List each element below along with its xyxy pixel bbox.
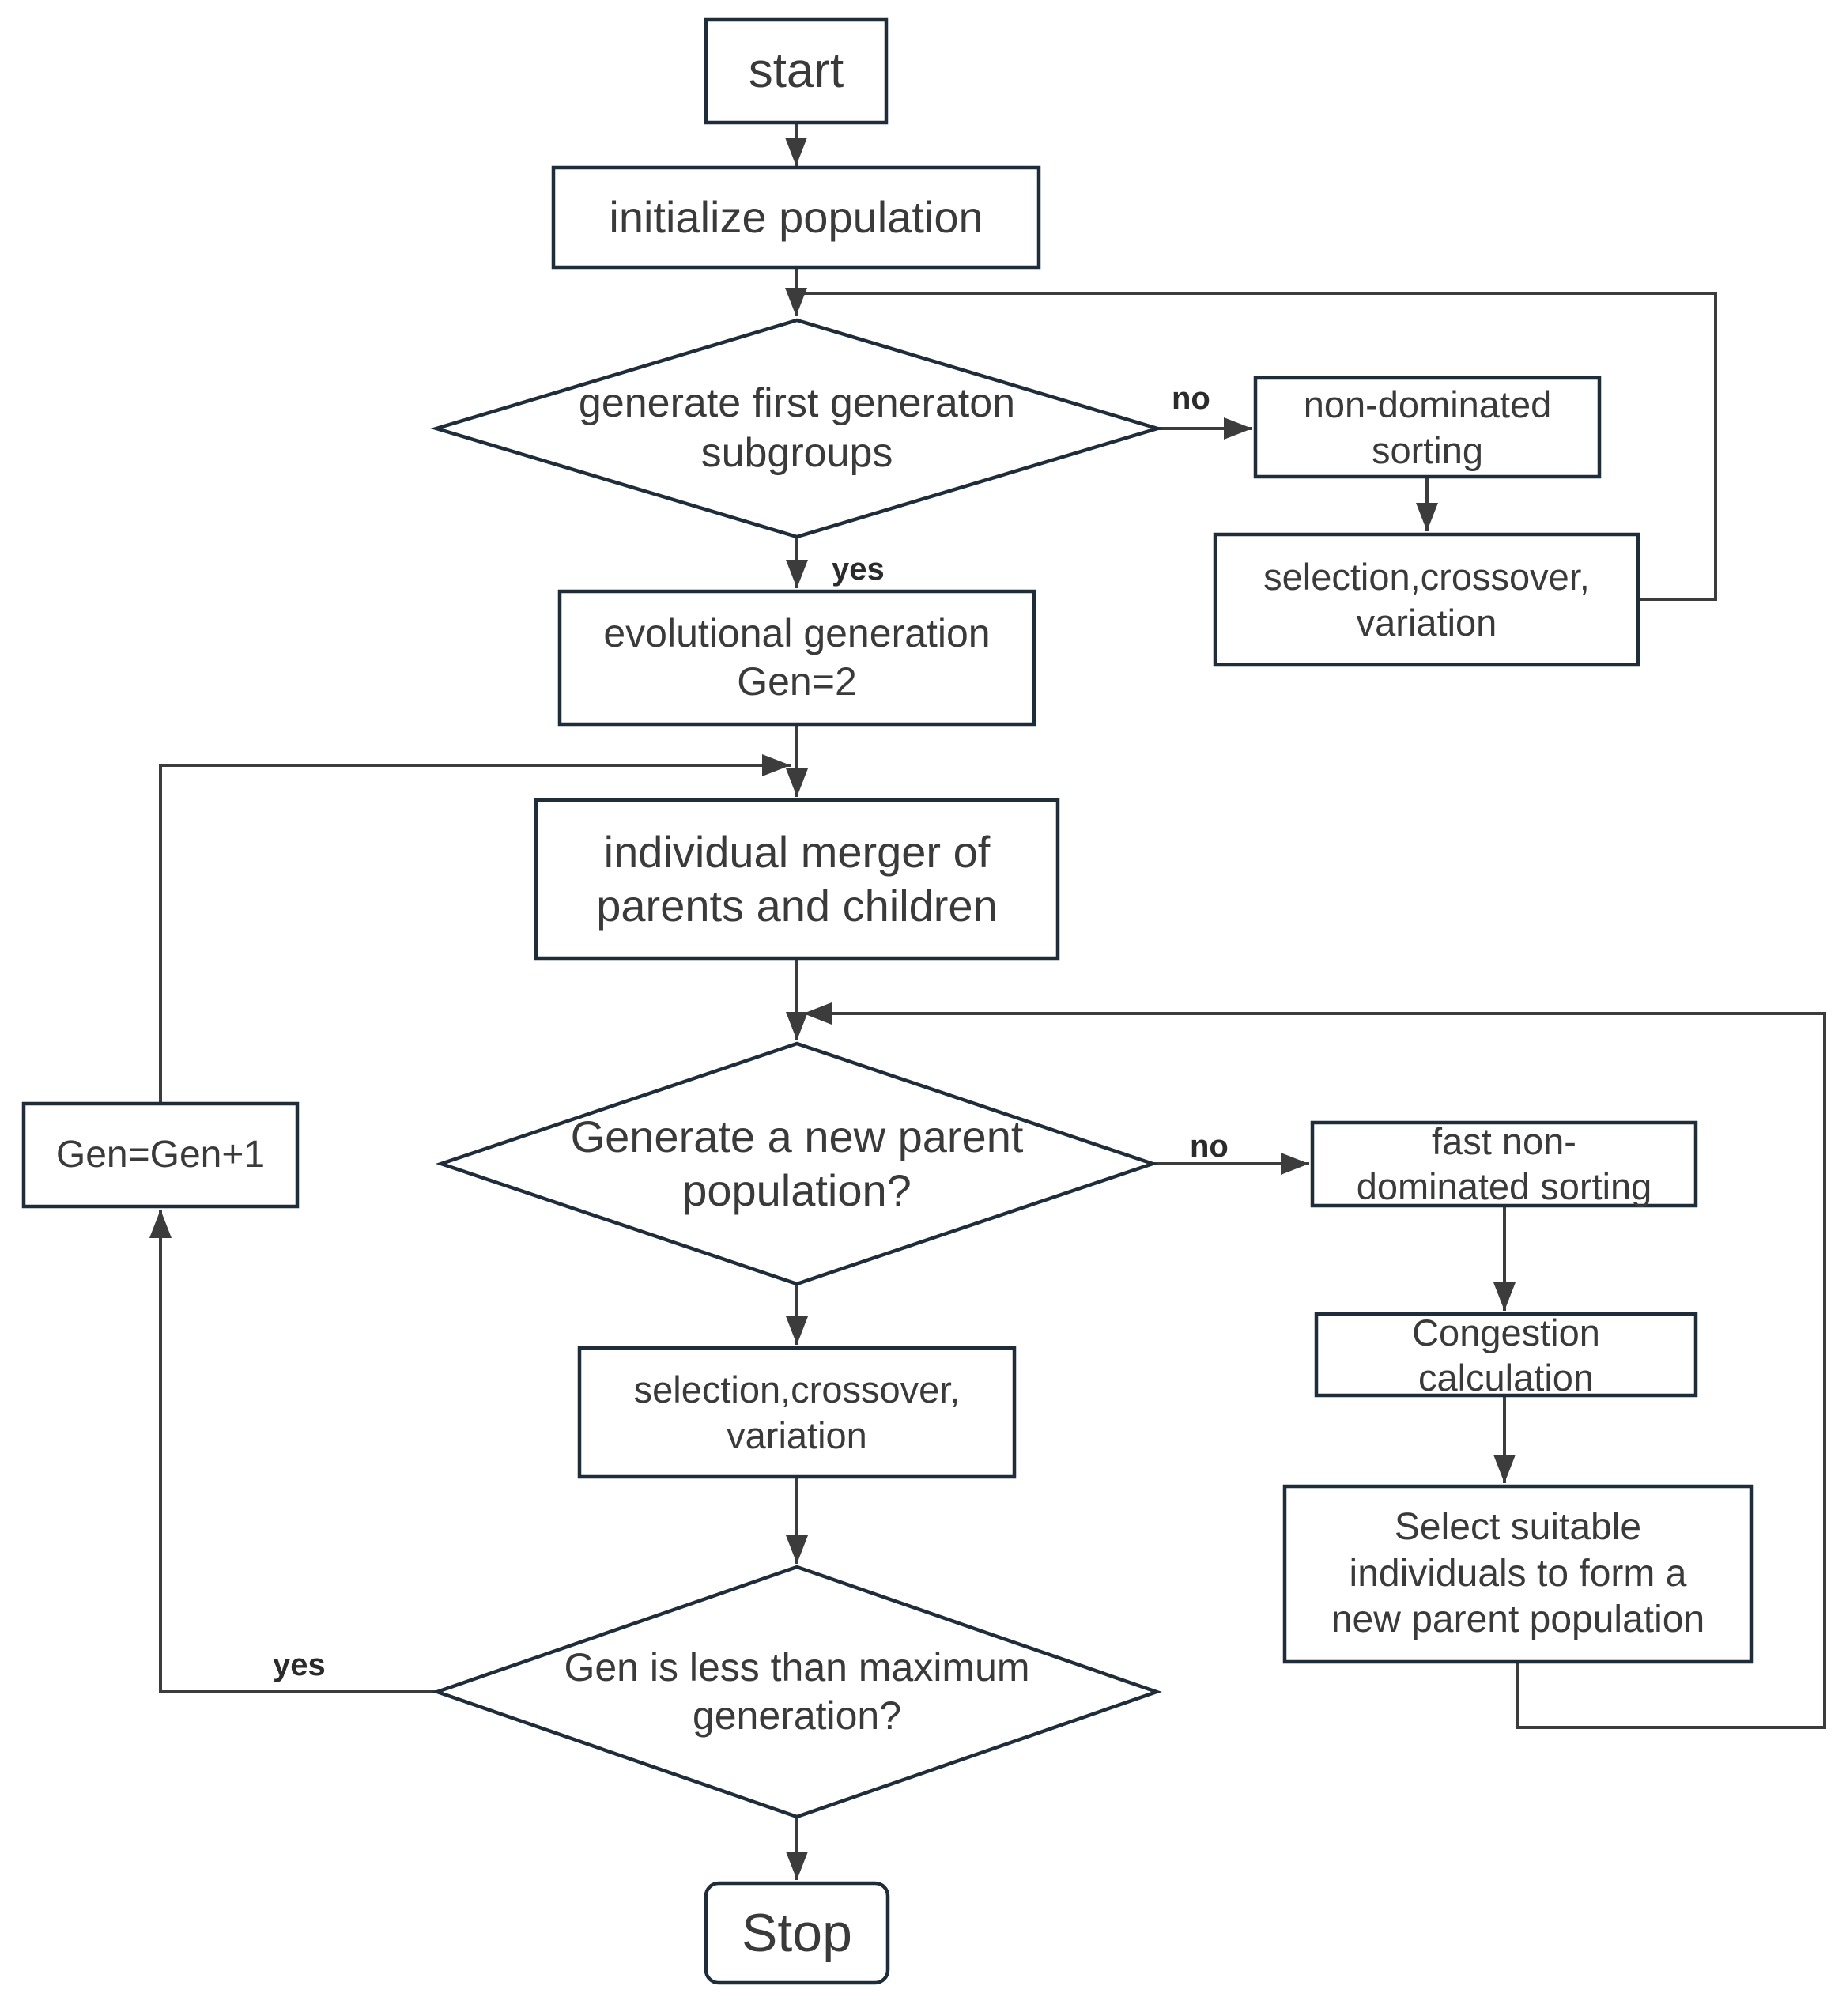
gen-increment-box	[21, 1101, 300, 1209]
init-pop-box	[551, 165, 1041, 270]
first-gen-yes-label: yes	[832, 552, 885, 587]
edge-max-gen-yes-to-gen-increment	[149, 1210, 437, 1693]
start-label: start	[748, 43, 844, 99]
selection-crossover-left-label: selection,crossover, variation	[633, 1369, 961, 1456]
congestion-calculation-box	[1314, 1312, 1698, 1398]
new-parent-decision-diamond	[435, 1041, 1159, 1286]
non-dominated-sorting-box	[1253, 376, 1602, 479]
selection-crossover-left-box	[577, 1346, 1017, 1479]
stop-box	[704, 1881, 890, 1985]
selection-crossover-right-label: selection,crossover, variation	[1263, 556, 1590, 644]
individual-merger-box	[534, 798, 1060, 961]
first-gen-no-label: no	[1172, 381, 1210, 416]
stop-label: Stop	[742, 1902, 852, 1963]
select-suitable-box	[1282, 1484, 1754, 1664]
first-gen-decision-label: generate first generaton subgroups	[578, 379, 1016, 476]
gen-increment-label: Gen=Gen+1	[55, 1133, 266, 1176]
max-generation-decision-label: Gen is less than maximum generation?	[564, 1645, 1030, 1738]
max-generation-decision-diamond	[432, 1565, 1162, 1819]
edge-loop-select-suitable-to-new-parent-junction	[803, 1002, 1826, 1729]
individual-merger-label: individual merger of parents and childre…	[596, 826, 998, 931]
new-parent-no-label: no	[1190, 1129, 1229, 1164]
max-gen-yes-label: yes	[273, 1648, 326, 1682]
evolutional-generation-box	[557, 589, 1036, 727]
fast-non-dominated-sorting-box	[1310, 1120, 1698, 1208]
fast-non-dominated-sorting-label: fast non- dominated sorting	[1356, 1119, 1652, 1207]
edge-gen-increment-to-merger-junction	[159, 754, 791, 1104]
first-gen-decision-diamond	[430, 318, 1164, 539]
selection-crossover-right-box	[1213, 532, 1640, 667]
init-pop-label: initialize population	[609, 191, 983, 242]
start-box	[704, 17, 889, 125]
edge-loop-selection-right-to-first-gen-junction	[800, 292, 1717, 601]
congestion-calculation-label: Congestion calculation	[1412, 1311, 1600, 1399]
evolutional-generation-label: evolutional generation Gen=2	[603, 611, 991, 704]
new-parent-decision-label: Generate a new parent population?	[570, 1111, 1024, 1215]
select-suitable-label: Select suitable individuals to form a ne…	[1331, 1506, 1705, 1641]
non-dominated-sorting-label: non-dominated sorting	[1303, 383, 1552, 471]
